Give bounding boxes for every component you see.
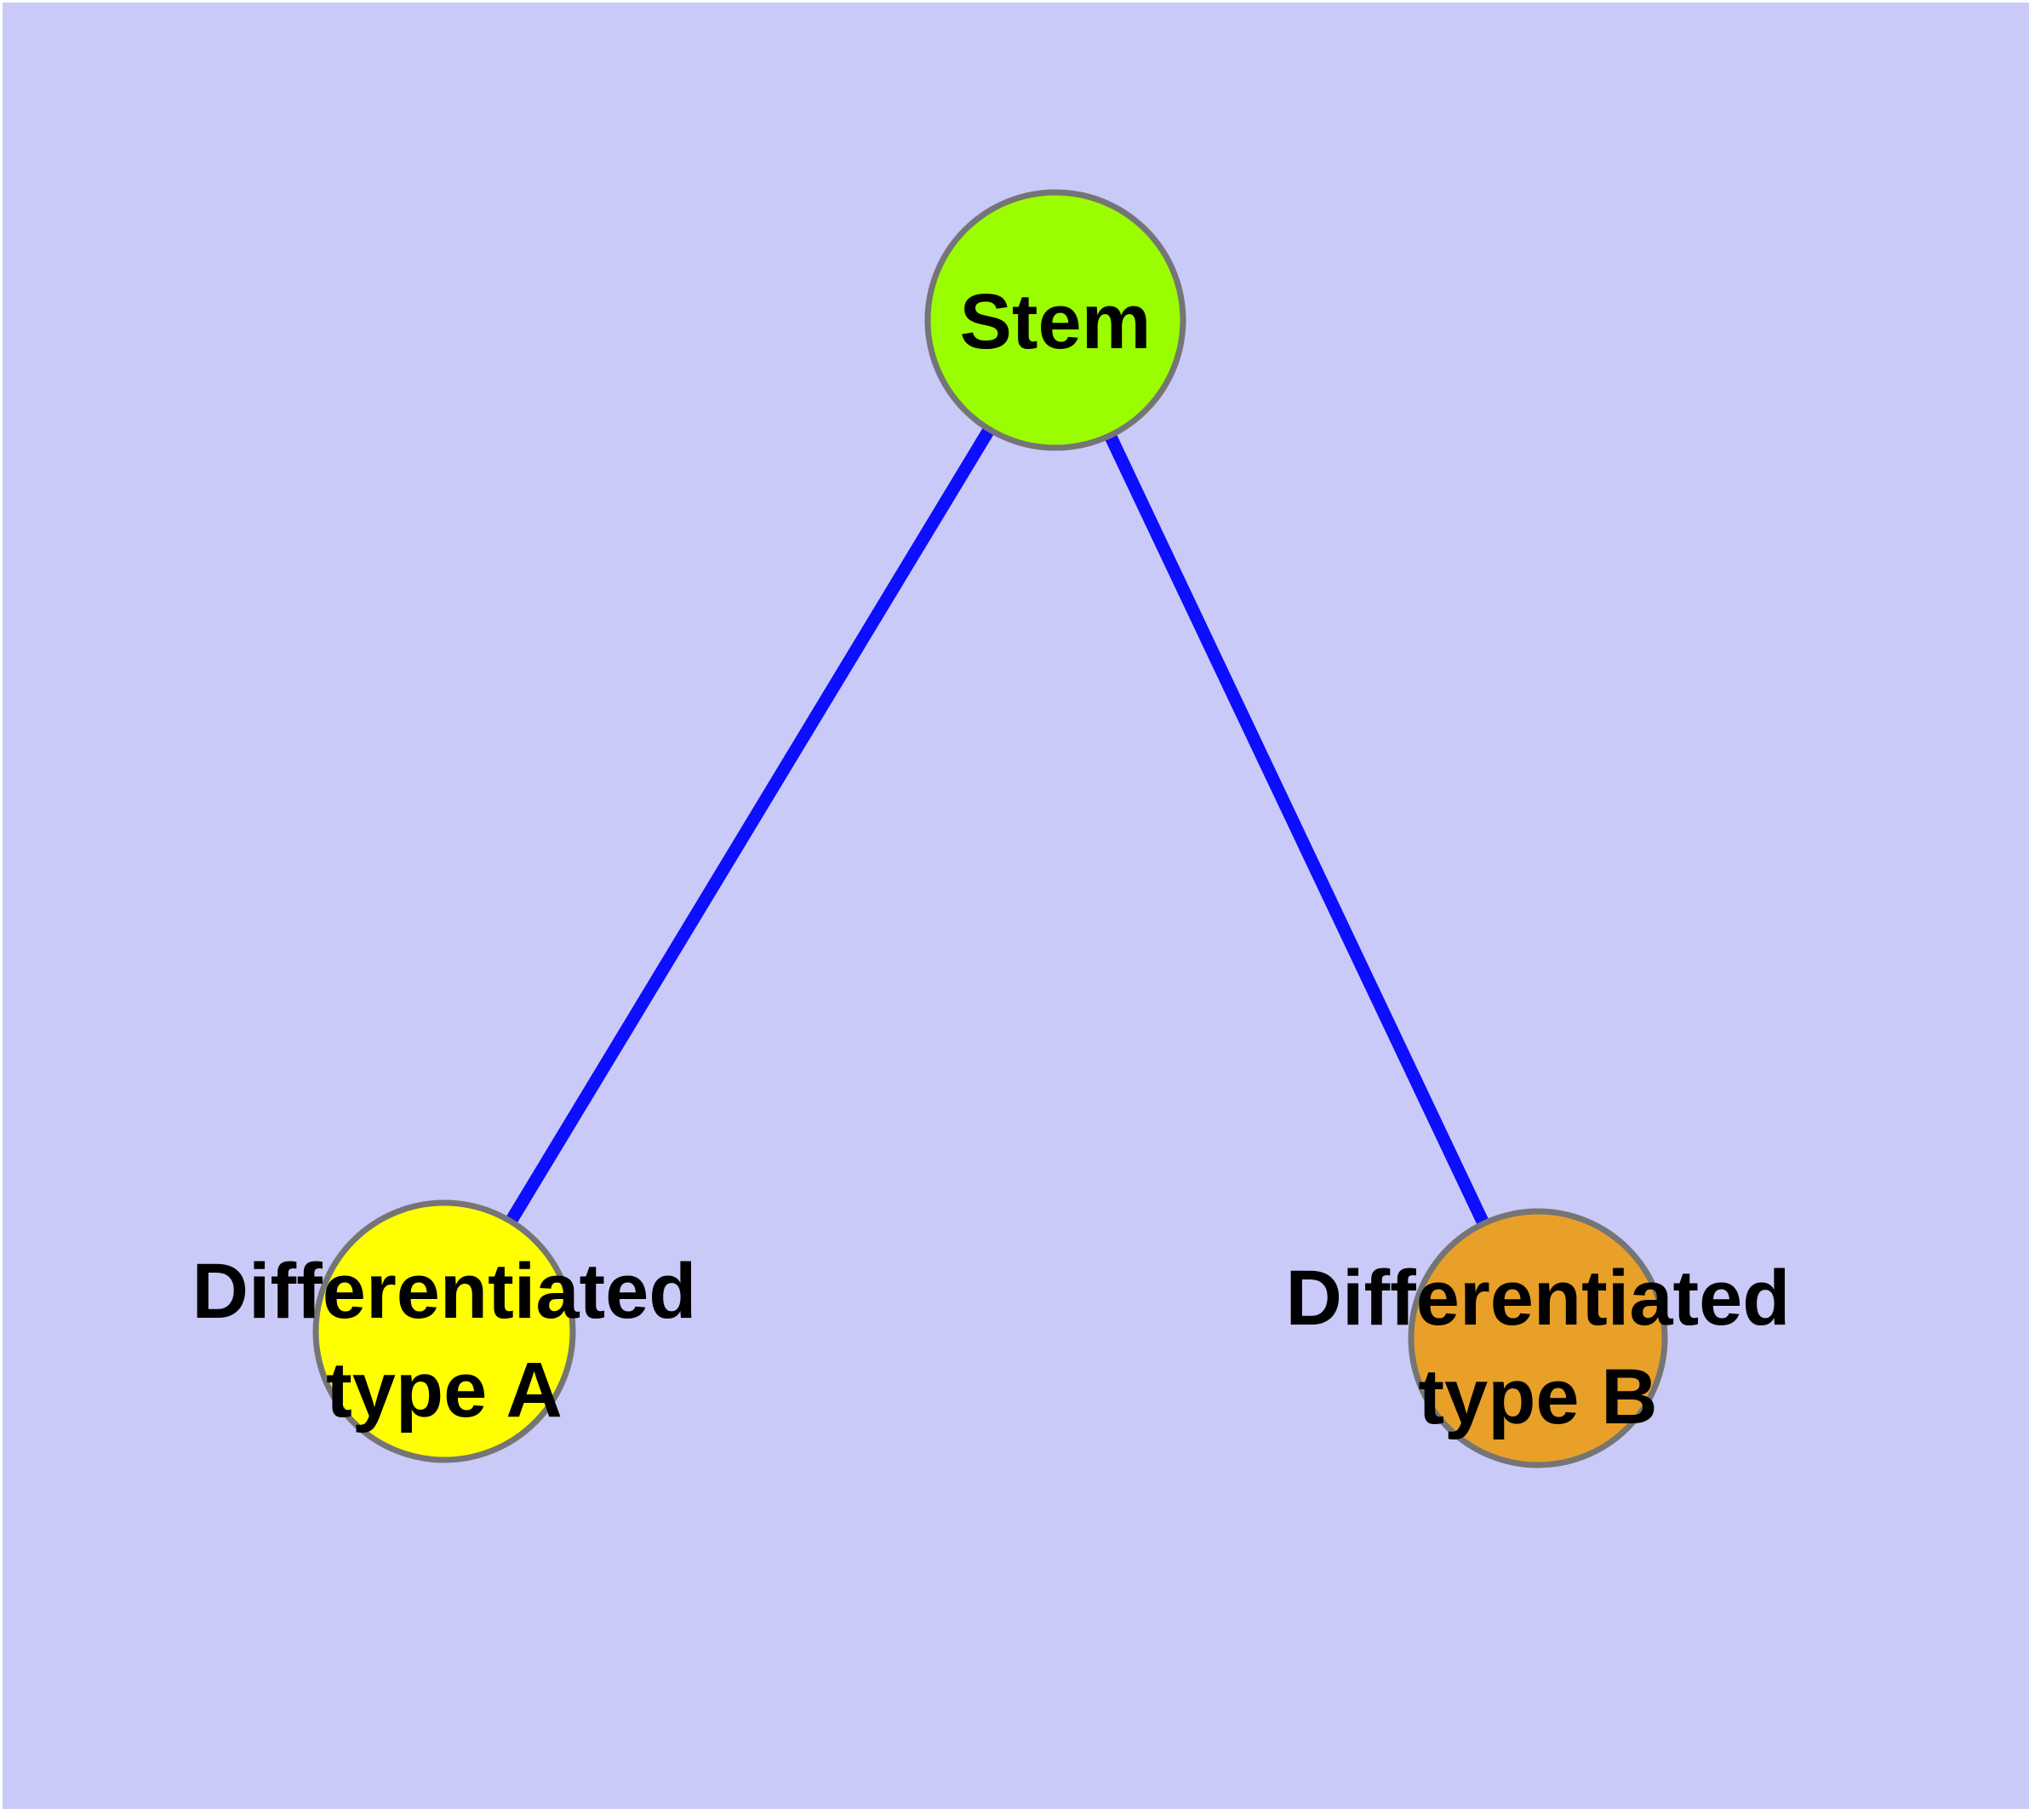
node-stem-label: Stem <box>960 278 1152 365</box>
node-type-a-label-line1: Differentiated <box>192 1248 697 1335</box>
node-type-b-label-line1: Differentiated <box>1286 1255 1791 1342</box>
edge-stem-to-type-a <box>438 317 1061 1335</box>
node-type-a-label-line2: type A <box>326 1347 563 1434</box>
node-stem-circle <box>924 189 1186 451</box>
edge-stem-to-type-b <box>1049 317 1544 1342</box>
node-type-b-label-line2: type B <box>1418 1354 1657 1440</box>
node-type-a-circle <box>312 1199 576 1463</box>
node-type-b-circle <box>1408 1208 1668 1468</box>
